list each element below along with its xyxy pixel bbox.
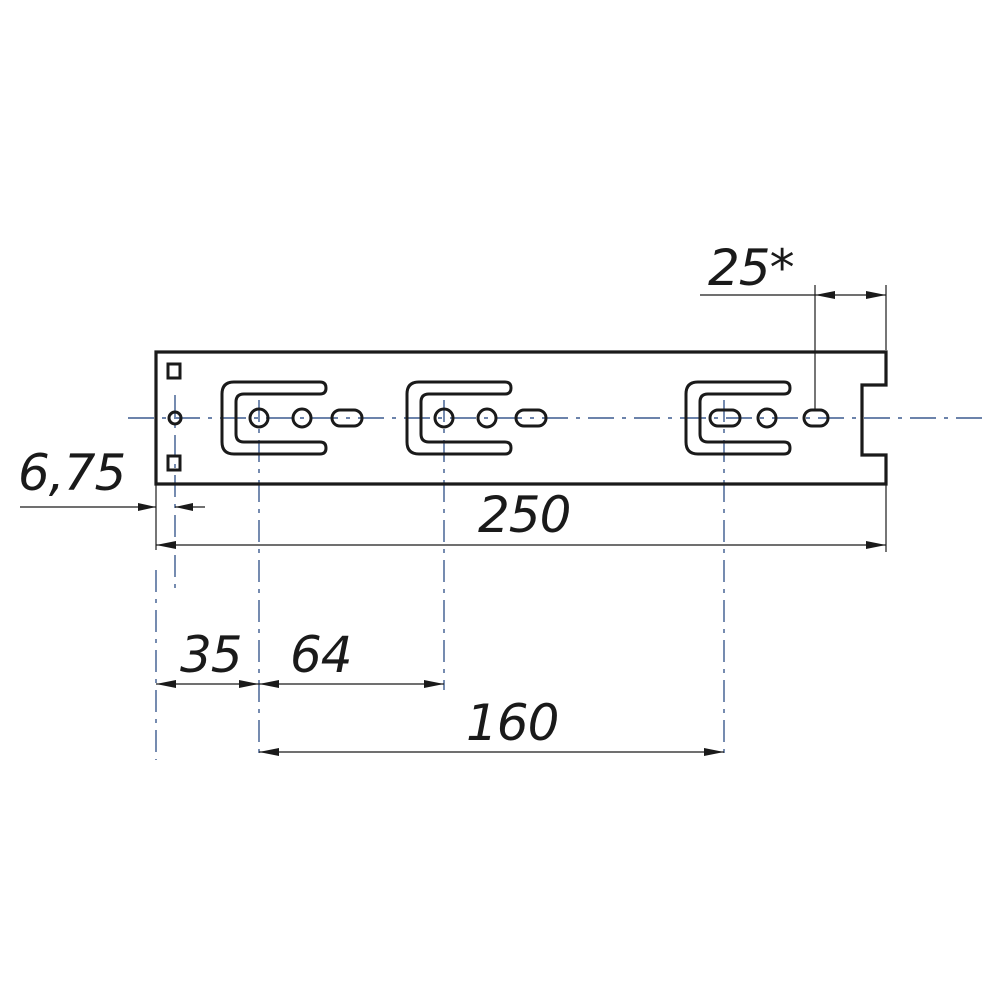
arrow-35-left [156, 680, 176, 688]
arrow-250-right [866, 541, 886, 549]
dim-label-64: 64 [290, 626, 352, 684]
arrow-160-right [704, 748, 724, 756]
slot-hole-1 [330, 408, 364, 428]
round-hole-2a [433, 407, 455, 429]
bracket-outer-3 [684, 380, 792, 456]
dim-label-250: 250 [478, 486, 570, 544]
slot-hole-3b [802, 408, 830, 428]
round-hole-1b [291, 407, 313, 429]
bracket-group-1 [220, 380, 364, 456]
round-hole-1a [248, 407, 270, 429]
dim-label-35: 35 [180, 626, 242, 684]
rail-outline [154, 350, 888, 486]
round-hole-3 [756, 407, 778, 429]
slot-hole-3a [708, 408, 742, 428]
arrow-25-left [815, 291, 835, 299]
arrow-160-left [259, 748, 279, 756]
dim-label-25: 25* [708, 239, 794, 297]
square-hole-top [166, 362, 182, 380]
bracket-group-3 [684, 380, 830, 456]
square-hole-bottom [166, 454, 182, 472]
bracket-group-2 [405, 380, 548, 456]
round-hole-2b [476, 407, 498, 429]
arrow-250-left [156, 541, 176, 549]
bracket-outer-2 [405, 380, 513, 456]
arrow-64-right [424, 680, 444, 688]
arrow-64-left [259, 680, 279, 688]
dim-label-160: 160 [466, 694, 558, 752]
end-hole [167, 410, 183, 426]
arrow-675-left [138, 503, 156, 511]
arrow-25-right [866, 291, 886, 299]
arrow-35-right [239, 680, 259, 688]
arrow-675-right [175, 503, 193, 511]
dim-label-675: 6,75 [18, 444, 125, 502]
slot-hole-2 [514, 408, 548, 428]
bracket-outer-1 [220, 380, 328, 456]
